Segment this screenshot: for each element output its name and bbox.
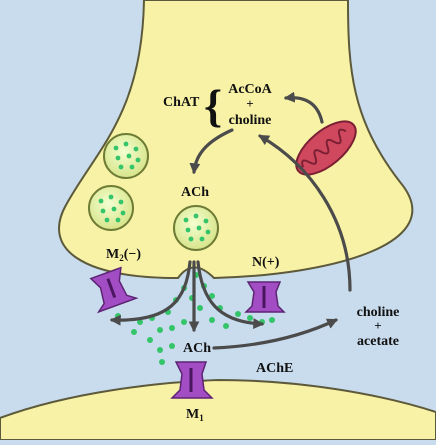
- arrow-choline-reuptake: [258, 134, 352, 292]
- m2-base: M: [106, 247, 119, 262]
- choline-right-label: choline: [357, 305, 400, 320]
- vesicle-ach: [173, 205, 219, 251]
- m2-receptor: [89, 266, 139, 314]
- mitochondrion: [295, 120, 357, 176]
- acetyl-coa-label: AcCoA: [228, 82, 272, 97]
- m1-receptor: [170, 361, 214, 399]
- arrow-hydrolysis: [212, 318, 338, 350]
- plus-right-label: +: [374, 318, 381, 333]
- m1-subscript: 1: [199, 413, 204, 423]
- acetate-label: acetate: [357, 334, 399, 349]
- plus-top-label: +: [246, 96, 253, 111]
- arrow-synthesis-to-ach: [189, 128, 234, 175]
- m1-base: M: [186, 407, 199, 422]
- m1-receptor-label: M1: [186, 407, 204, 423]
- postsynaptic-membrane: [0, 378, 436, 441]
- arrow-release-left: [109, 260, 192, 326]
- arrow-mito-to-acoa: [283, 91, 324, 124]
- ach-vesicle-label: ACh: [181, 185, 209, 200]
- vesicle-upper: [103, 133, 149, 179]
- vesicle-lower-left: [88, 185, 134, 231]
- chat-label: ChAT: [163, 95, 200, 110]
- arrow-release-right: [196, 260, 265, 330]
- ach-cleft-label: ACh: [183, 341, 211, 356]
- nicotinic-receptor-label: N(+): [252, 255, 280, 270]
- m2-receptor-label: M2(−): [106, 247, 141, 263]
- choline-top-label: choline: [229, 113, 272, 128]
- m2-sign: (−): [124, 247, 142, 262]
- brace-glyph: {: [204, 80, 222, 131]
- m2-subscript: 2: [119, 253, 124, 263]
- nicotinic-receptor: [244, 281, 286, 313]
- ache-label: AChE: [256, 361, 293, 376]
- pathway-arrows: [109, 91, 352, 350]
- presynaptic-terminal: [58, 0, 414, 280]
